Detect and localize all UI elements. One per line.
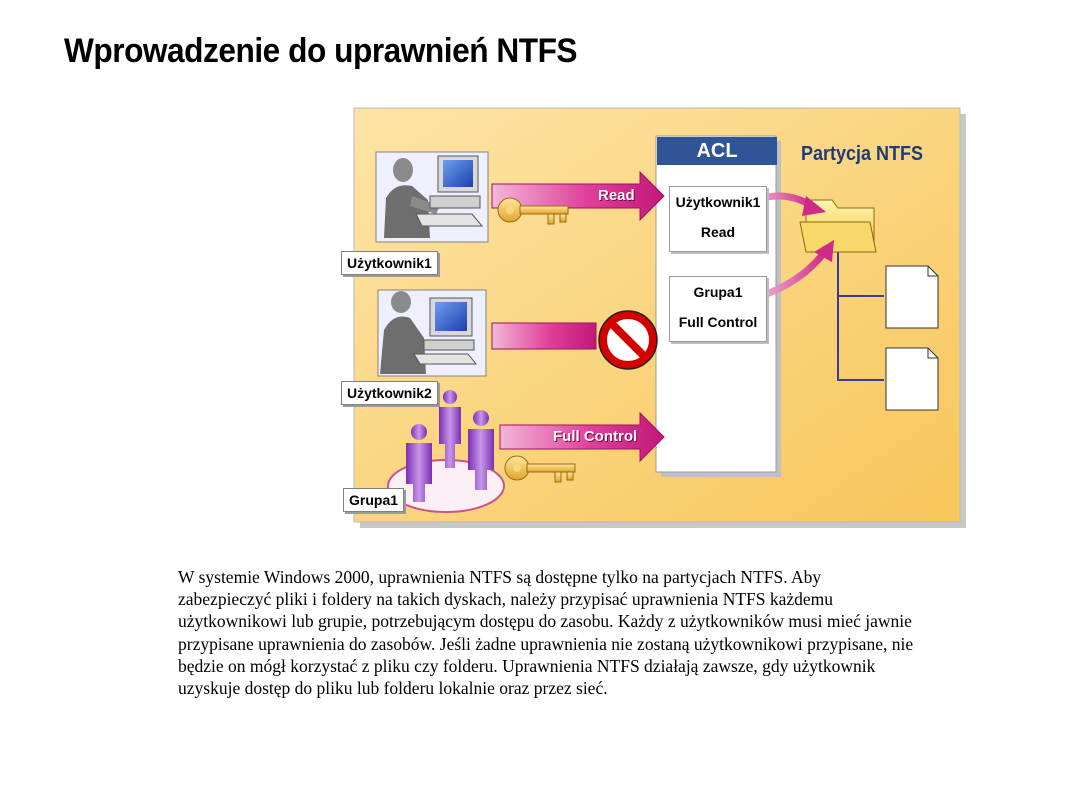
group-icon (387, 390, 505, 513)
computer-icon (415, 155, 484, 227)
acl-header: ACL (657, 137, 777, 165)
computer-icon (413, 297, 478, 365)
key-icon (504, 455, 576, 483)
folder-icon (799, 199, 877, 253)
acl-entry: Użytkownik1 Read (669, 186, 767, 252)
partition-title: Partycja NTFS (801, 143, 924, 165)
user2-picture (377, 289, 487, 377)
full-control-arrow (499, 411, 665, 463)
user1-picture (375, 151, 489, 243)
acl-entry-permission: Read (700, 224, 736, 240)
denied-arrow (491, 322, 597, 350)
person-icon (380, 291, 426, 374)
acl-entry-principal: Użytkownik1 (675, 194, 761, 210)
no-entry-icon (598, 310, 658, 370)
acl-entry-permission: Full Control (678, 314, 758, 330)
user2-label: Użytkownik2 (341, 381, 438, 405)
acl-entry-principal: Grupa1 (693, 284, 743, 300)
full-control-arrow-label: Full Control (553, 428, 638, 445)
description-paragraph: W systemie Windows 2000, uprawnienia NTF… (178, 567, 914, 699)
read-arrow-label: Read (598, 187, 635, 204)
file-icon (885, 347, 939, 411)
file-icon (885, 265, 939, 329)
acl-entry: Grupa1 Full Control (669, 276, 767, 342)
user1-label: Użytkownik1 (341, 251, 438, 275)
page-title: Wprowadzenie do uprawnień NTFS (64, 32, 578, 70)
group1-label: Grupa1 (343, 488, 405, 512)
tree-lines (837, 252, 884, 381)
person-icon (384, 158, 440, 238)
key-icon (497, 197, 569, 225)
